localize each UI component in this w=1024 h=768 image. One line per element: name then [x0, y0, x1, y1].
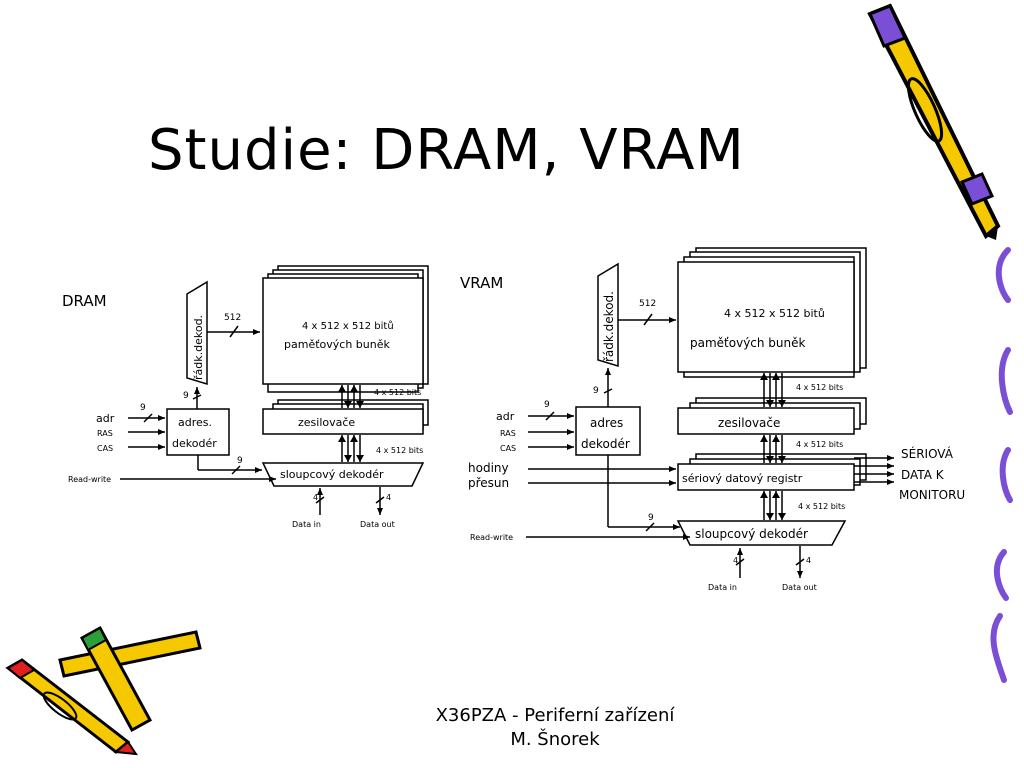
vram-input-cas: CAS	[500, 444, 516, 453]
vram-labels: VRAM řádk.dekod. 512 4 x 512 x 512 bitů …	[460, 274, 965, 592]
dram-bus-4-out: 4	[386, 493, 391, 502]
slide-footer: X36PZA - Periferní zařízení M. Šnorek	[395, 704, 715, 752]
dram-amplifiers-block	[262, 399, 429, 435]
vram-row-decoder-label: řádk.dekod.	[602, 291, 616, 362]
dram-bus-9-col: 9	[237, 456, 243, 466]
dram-amplifiers-label: zesilovače	[298, 416, 355, 429]
dram-row-decoder-label: řádk.dekod.	[192, 315, 205, 380]
dram-heading: DRAM	[62, 292, 107, 310]
dram-input-adr: adr	[96, 412, 115, 425]
vram-bus-4-in: 4	[733, 556, 738, 565]
vram-bits-label-2: 4 x 512 bits	[796, 440, 843, 449]
dram-memory-line1: 4 x 512 x 512 bitů	[302, 320, 394, 332]
vram-bits-label-1: 4 x 512 bits	[796, 383, 843, 392]
vram-address-decoder	[575, 406, 641, 456]
vram-row-decoder	[597, 262, 619, 368]
dram-labels: DRAM řádk.dekod. 512 4 x 512 x 512 bitů …	[62, 292, 423, 529]
dram-bits-label-1: 4 x 512 bits	[374, 388, 421, 397]
footer-author: M. Šnorek	[510, 729, 600, 750]
vram-column-decoder-label: sloupcový dekodér	[695, 527, 808, 541]
dram-input-ras: RAS	[97, 429, 113, 438]
dram-bus-512: 512	[224, 313, 241, 323]
vram-memory-array	[677, 247, 867, 378]
dram-memory-array	[262, 265, 429, 393]
dram-bus-9-row: 9	[183, 391, 189, 401]
vram-address-decoder-line2: dekodér	[581, 437, 630, 451]
vram-bus-512: 512	[639, 299, 656, 309]
vram-address-decoder-line1: adres	[590, 416, 623, 430]
dram-input-cas: CAS	[97, 444, 113, 453]
purple-border-decoration	[990, 247, 1013, 683]
vram-input-transfer: přesun	[468, 476, 509, 490]
vram-bus-9-row: 9	[593, 386, 599, 396]
dram-address-decoder-line1: adres.	[178, 416, 212, 429]
vram-arrowheads	[760, 373, 786, 520]
vram-serial-out-line3: MONITORU	[899, 488, 965, 502]
vram-input-adr: adr	[496, 410, 515, 423]
vram-serial-out-line2: DATA K	[901, 468, 945, 482]
dram-arrowheads	[338, 385, 364, 462]
vram-amplifiers-label: zesilovače	[718, 416, 780, 430]
dram-memory-line2: paměťových buněk	[284, 338, 390, 351]
dram-data-in: Data in	[292, 520, 321, 529]
vram-bits-label-3: 4 x 512 bits	[798, 502, 845, 511]
crayons-bottom-left-icon	[5, 625, 202, 756]
vram-memory-line1: 4 x 512 x 512 bitů	[724, 307, 825, 320]
dram-diagram	[120, 265, 429, 515]
dram-bus-9-addr: 9	[140, 403, 146, 413]
footer-course: X36PZA - Periferní zařízení	[435, 705, 675, 726]
vram-memory-line2: paměťových buněk	[690, 336, 806, 350]
dram-column-decoder-label: sloupcový dekodér	[280, 468, 384, 481]
vram-bus-9-col: 9	[648, 513, 654, 523]
dram-read-write: Read-write	[68, 475, 111, 484]
vram-bus-4-out: 4	[806, 556, 811, 565]
vram-serial-out-line1: SÉRIOVÁ	[901, 446, 954, 461]
vram-read-write: Read-write	[470, 533, 513, 542]
vram-input-ras: RAS	[500, 429, 516, 438]
vram-serial-register-label: sériový datový registr	[682, 472, 803, 485]
dram-bus-4-in: 4	[313, 493, 318, 502]
dram-address-decoder-line2: dekodér	[172, 437, 217, 450]
vram-bus-9-addr: 9	[544, 400, 550, 410]
dram-row-decoder	[186, 280, 208, 386]
dram-address-decoder	[166, 408, 230, 456]
vram-data-in: Data in	[708, 583, 737, 592]
dram-bits-label-2: 4 x 512 bits	[376, 446, 423, 455]
slide-title: Studie: DRAM, VRAM	[148, 118, 745, 183]
vram-data-out: Data out	[782, 583, 817, 592]
dram-data-out: Data out	[360, 520, 395, 529]
vram-input-clock: hodiny	[468, 461, 509, 475]
crayon-top-right-icon	[867, 3, 1001, 240]
vram-heading: VRAM	[460, 274, 503, 292]
